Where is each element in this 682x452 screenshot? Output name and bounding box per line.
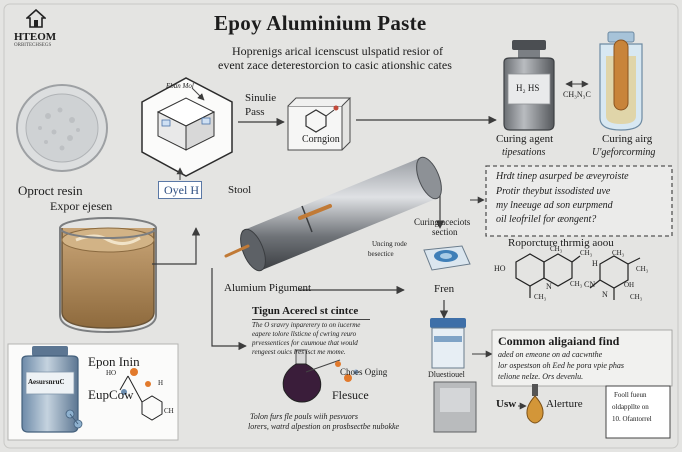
orange-atom-2	[145, 381, 151, 387]
curing-airg-caption-2: U'geforcorming	[592, 147, 656, 158]
using-label-2: besectice	[368, 250, 394, 258]
chem-ch3-g: CH₃	[630, 293, 643, 301]
usw-label: Usw	[496, 398, 517, 410]
epon-title: Epon Inin	[88, 354, 140, 369]
epon-ch: CH	[164, 407, 174, 415]
chem-oh: OH	[624, 281, 635, 289]
oxyl-badge: Oyel H	[158, 181, 202, 199]
cube-hexagon	[141, 77, 233, 177]
curing-agent-bottle	[503, 40, 555, 131]
petri-dish	[16, 84, 108, 172]
process-line-1: The O sravry inparerery to on iucerme	[252, 321, 361, 329]
curing-vial	[599, 31, 643, 131]
curing-agent-caption-2: tipesations	[502, 147, 546, 158]
question-line-1: Hrdt tinep asurped be æveyroiste	[496, 171, 629, 182]
outer-frame	[3, 3, 679, 449]
arrow-resin-to-cylinder	[152, 227, 201, 265]
bottom-note-1: Tolon furs fle pouls wiih pesvuors	[250, 412, 358, 421]
house-icon	[26, 9, 46, 28]
epon-h: H	[158, 379, 164, 387]
chem-h: H	[592, 259, 598, 268]
chem-structure-left	[515, 253, 581, 298]
chem-ch3-f: CH₃	[636, 265, 649, 273]
info-card-line-3: 10. Ofantorrel	[612, 415, 652, 423]
stool-label: Stool	[228, 184, 252, 196]
question-line-4: oil leofrilel for æongent?	[496, 214, 597, 225]
info-card-line-2: oldappllte on	[612, 403, 649, 411]
question-line-2: Protir theybut issodisted uve	[496, 186, 611, 197]
flask-label: Flesuce	[332, 388, 369, 402]
chem-ch3-d: CH₃	[534, 293, 547, 301]
blue-beaker	[430, 318, 466, 369]
fren-label: Fren	[434, 283, 455, 295]
flask	[282, 349, 359, 403]
chem-ch3-a: CH₃	[550, 245, 563, 253]
corrosion-box	[287, 97, 352, 151]
aluminium-label: Alumium Pigument	[224, 282, 312, 294]
jar-label: AesursnruC	[28, 378, 65, 386]
cube-label-1: Sinulie	[245, 92, 277, 104]
chem-ho: HO	[494, 264, 506, 273]
chem-n-b: N	[602, 290, 608, 299]
main-cylinder	[224, 156, 442, 272]
info-card	[605, 385, 671, 439]
page-title: Epoy Aluminium Paste	[214, 11, 427, 35]
oxyl-badge-label: Oyel H	[164, 183, 199, 197]
subtitle-line-2: event zace deterestorcion to casic ation…	[218, 58, 452, 72]
bottle-label: H₂ HS	[516, 83, 540, 93]
chem-structure-right	[589, 255, 641, 300]
corrosion-label: Corngion	[302, 134, 340, 145]
resin-label: Oproct resin	[18, 183, 83, 198]
common-line-3: telione nelze. Ors devenlu.	[498, 372, 584, 381]
cube-caption: Eban Mol	[166, 82, 194, 90]
info-card-line-1: Fooll fueun	[614, 391, 647, 399]
subtitle-line-1: Hoprenigs arical icenscust ulspatid resi…	[232, 44, 443, 58]
process-line-3: prvessentices for cuumoue that would	[252, 339, 358, 347]
epon-molecule	[119, 375, 163, 421]
curing-agent-caption-1: Curing agent	[496, 133, 554, 145]
bottom-note-2: lorers, watrd alpestion on prosbsectbe n…	[248, 422, 400, 431]
curing-airg-caption-1: Curing airg	[602, 133, 653, 145]
chem-ch3-c: CH₃	[570, 280, 583, 288]
epon-subtitle: EupCow	[88, 387, 134, 402]
amber-dropper	[526, 384, 544, 424]
question-box	[485, 165, 673, 237]
curing-formula: CH₃N₃C	[563, 90, 591, 99]
chem-n-a: N	[546, 282, 552, 291]
arrow-process-left	[211, 268, 247, 351]
chem-ch3-b: CH₃	[580, 249, 593, 257]
reaction-label: Roporcture thrmig aoou	[508, 237, 614, 249]
question-line-3: my lneeuge ad son eurpmend	[496, 200, 613, 211]
process-line-4: rengeest ouics lres isct me mome.	[252, 348, 346, 356]
logo-name: HTEOM	[14, 31, 57, 43]
blue-atom	[121, 389, 127, 395]
beaker-label: Dluestiouel	[428, 370, 465, 379]
process-line-2: eapere tolore llsticne of cwring reuro	[252, 330, 357, 338]
curing-section-2: section	[432, 227, 458, 237]
chem-cn: CN	[584, 280, 596, 289]
common-line-1: aded on emeone on ad cacwnthe	[498, 350, 603, 359]
common-title: Common aligaiand find	[498, 334, 620, 348]
orange-atom	[130, 368, 138, 376]
epon-jar	[21, 346, 83, 433]
chem-ch3-e: CH₃	[612, 249, 625, 257]
process-rule	[252, 319, 370, 320]
using-label-1: Uncing rode	[372, 240, 407, 248]
epoxy-label: Expor ejesen	[50, 199, 113, 213]
cube-label-2: Pass	[245, 106, 265, 118]
process-title: Tigun Acerecl st cintce	[252, 305, 359, 317]
grey-box-panel	[440, 388, 470, 412]
common-box	[491, 329, 673, 387]
epon-ho: HO	[106, 369, 117, 377]
flask-title: Choes Oging	[340, 367, 388, 377]
curing-section-1: Curing aceciots	[414, 217, 471, 227]
curing-section-dish	[423, 245, 471, 271]
alerture-label: Alerture	[546, 398, 583, 410]
logo-tagline: ORBITECHSEGS	[14, 43, 52, 48]
resin-beaker	[59, 217, 157, 334]
common-line-2: lor ospestson oh Eed he pora vpie phas	[498, 361, 624, 370]
